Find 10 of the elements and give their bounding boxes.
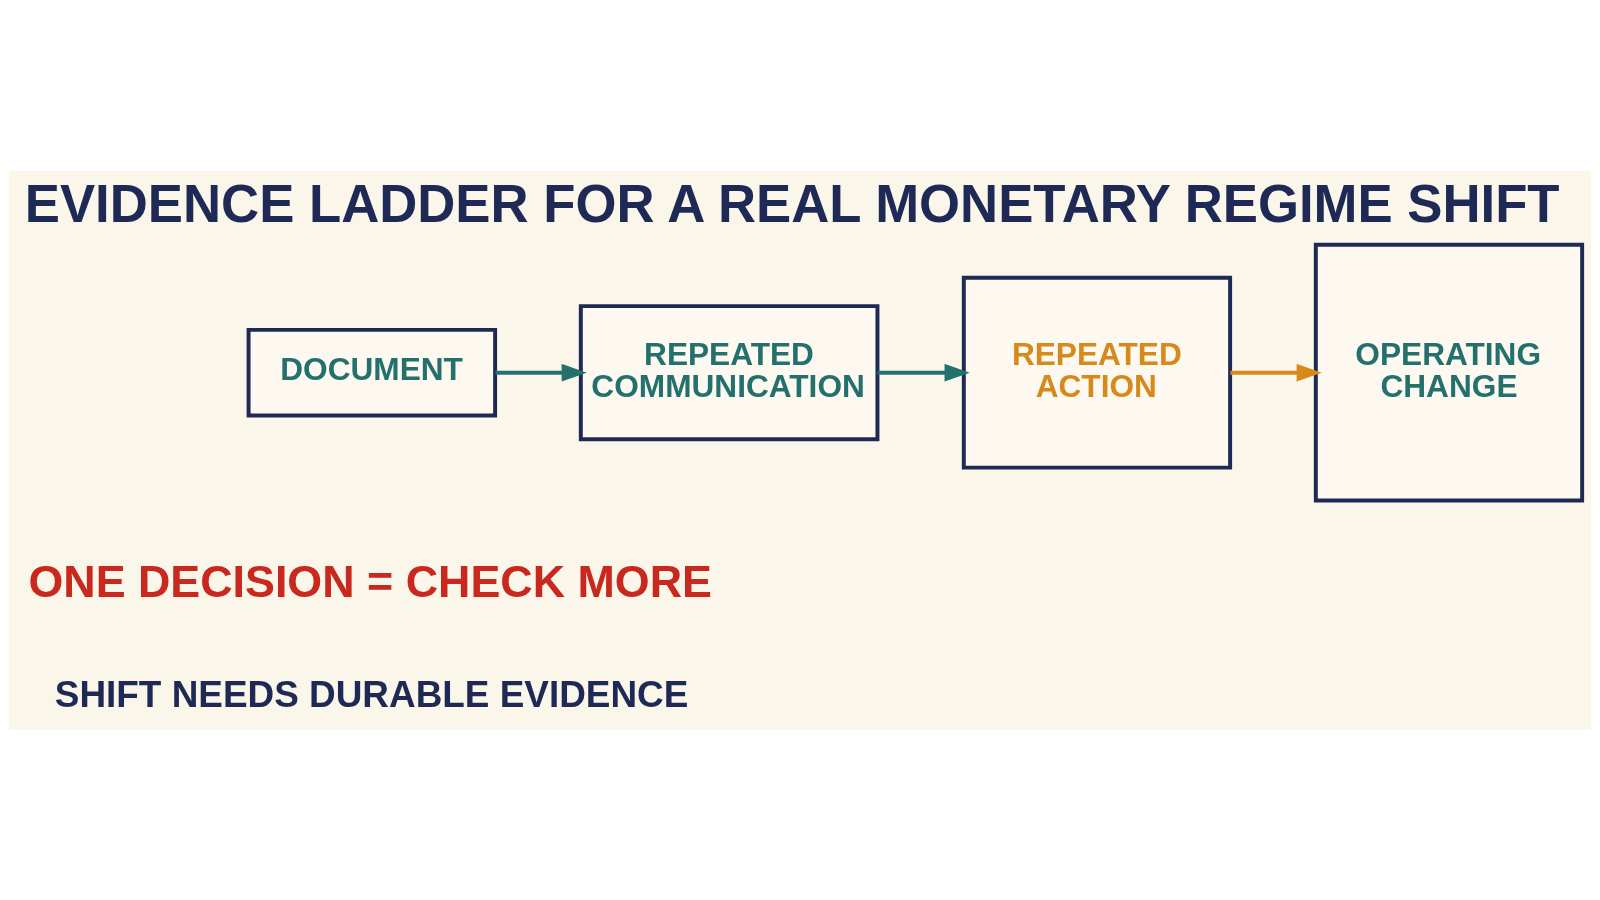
diagram-title: EVIDENCE LADDER FOR A REAL MONETARY REGIME SHIFT <box>24 173 1560 233</box>
node-box: REPEATED ACTION <box>961 275 1233 470</box>
arrow <box>495 363 587 381</box>
label: SHIFT NEEDS DURABLE EVIDENCE <box>54 673 689 715</box>
node-box: REPEATED COMMUNICATION <box>578 303 880 441</box>
arrow <box>877 363 970 381</box>
node-box: OPERATING CHANGE <box>1313 242 1585 503</box>
label: ONE DECISION = CHECK MORE <box>28 555 712 606</box>
node-box: DOCUMENT <box>246 327 498 418</box>
arrow <box>1230 363 1322 381</box>
